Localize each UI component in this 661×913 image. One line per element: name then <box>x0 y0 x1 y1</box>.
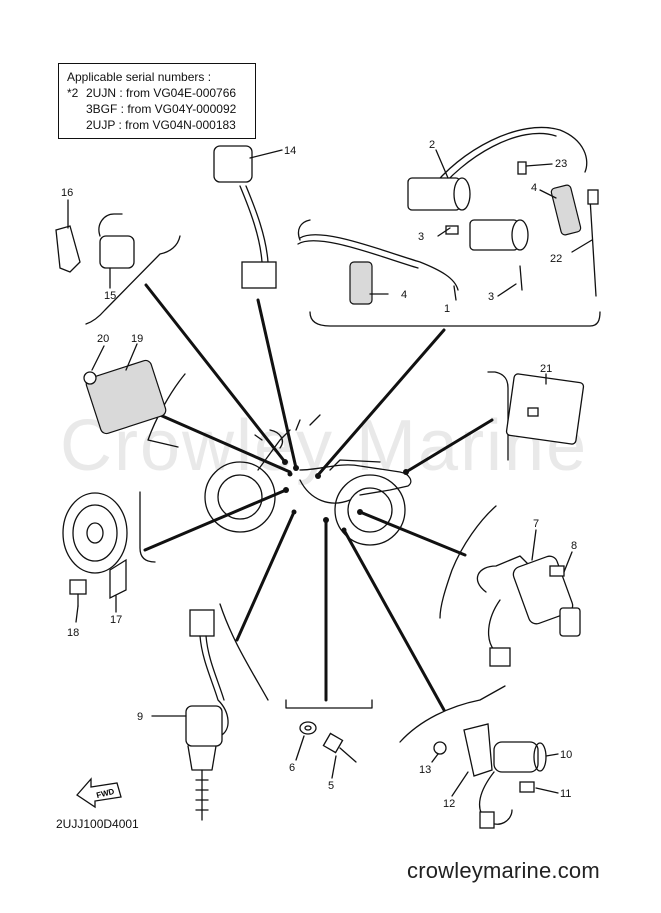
motorcycle-outline <box>204 414 412 546</box>
leader-rear-reflector <box>404 418 494 474</box>
leader-reflector <box>158 413 292 474</box>
thermo-switch-part <box>185 609 229 821</box>
callout-12: 12 <box>443 798 456 810</box>
bracket-horn <box>139 491 156 563</box>
applicable-serial-numbers-box: Applicable serial numbers : *2 2UJN : fro… <box>58 63 256 139</box>
leader-thermo <box>235 510 296 642</box>
callout-17: 17 <box>110 614 123 626</box>
leader-coil <box>316 328 446 477</box>
bracket-rear-reflector <box>487 371 509 461</box>
serial-line-1: 2UJN : from VG04E-000766 <box>86 86 237 100</box>
neutral-switch-part <box>55 213 135 273</box>
callout-19: 19 <box>131 333 144 345</box>
callout-16: 16 <box>61 187 74 199</box>
leader-ignition <box>256 298 298 470</box>
callout-3b: 3 <box>488 291 495 303</box>
bracket-thermo-switch <box>219 603 269 701</box>
callout-6: 6 <box>289 762 296 774</box>
fwd-label: FWD <box>95 787 115 800</box>
front-reflector-part <box>83 359 167 435</box>
callout-23: 23 <box>555 158 568 170</box>
callout-13: 13 <box>419 764 432 776</box>
leader-switch <box>144 283 287 464</box>
callout-18: 18 <box>67 627 80 639</box>
forward-arrow-icon: FWD <box>76 777 122 809</box>
serial-line-2: 3BGF : from VG04Y-000092 <box>86 102 237 116</box>
leader-relay <box>358 510 467 557</box>
horn-part <box>62 492 128 607</box>
callout-4a: 4 <box>531 182 538 194</box>
callout-9: 9 <box>137 711 144 723</box>
bracket-ignition-coil-group <box>297 219 601 327</box>
bracket-neutral-switch <box>85 235 181 325</box>
drawing-code: 2UJJ100D4001 <box>56 817 139 831</box>
callout-21: 21 <box>540 363 553 375</box>
serial-heading: Applicable serial numbers : <box>67 70 212 84</box>
callout-8: 8 <box>571 540 578 552</box>
serial-mark: *2 <box>67 86 79 100</box>
callout-14: 14 <box>284 145 297 157</box>
callout-10: 10 <box>560 749 573 761</box>
callout-15: 15 <box>104 290 117 302</box>
bracket-starter-relay <box>439 505 497 619</box>
screw-washer-part <box>299 721 357 763</box>
leader-solenoid <box>342 528 446 712</box>
callout-20: 20 <box>97 333 110 345</box>
callout-11: 11 <box>560 788 572 800</box>
bracket-screw <box>285 699 373 709</box>
main-switch-part <box>213 145 277 289</box>
serial-line-3: 2UJP : from VG04N-000183 <box>86 118 236 132</box>
leader-horn <box>143 488 288 552</box>
rear-reflector-part <box>505 373 585 445</box>
ignition-coil-assembly <box>297 126 599 305</box>
starter-solenoid-part <box>433 723 547 829</box>
callout-22: 22 <box>550 253 563 265</box>
callout-4b: 4 <box>401 289 408 301</box>
callout-5: 5 <box>328 780 335 792</box>
mounting-point-dots <box>282 459 409 533</box>
callout-leaders <box>67 149 593 797</box>
callout-7: 7 <box>533 518 540 530</box>
callout-2: 2 <box>429 139 436 151</box>
callout-3a: 3 <box>418 231 425 243</box>
starter-relay-part <box>476 555 581 667</box>
watermark-url: crowleymarine.com <box>407 858 600 883</box>
bracket-starter-solenoid <box>399 685 506 743</box>
callout-1: 1 <box>444 303 451 315</box>
